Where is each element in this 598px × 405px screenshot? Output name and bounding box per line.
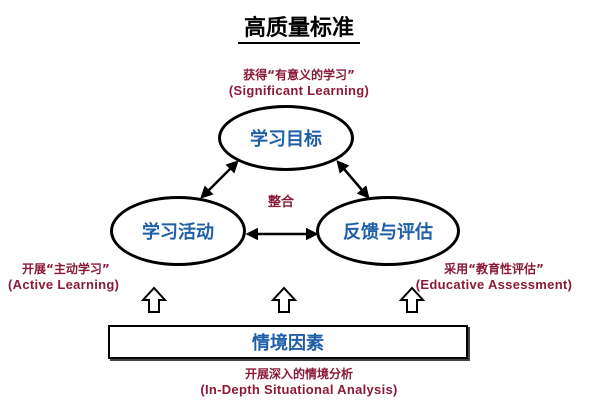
significant-note-en: (Significant Learning) <box>228 83 370 98</box>
arrow-goals-activities <box>200 160 239 199</box>
up-arrow-middle <box>270 286 298 313</box>
active-learning-note: 开展“主动学习” (Active Learning) <box>8 261 148 293</box>
node-learning-activities: 学习活动 <box>110 196 246 266</box>
significant-note-zh: 获得“有意义的学习” <box>243 68 355 82</box>
educative-assessment-note: 采用“教育性评估” (Educative Assessment) <box>396 261 592 293</box>
title-underline <box>238 42 360 44</box>
situational-analysis-note-en: (In-Depth Situational Analysis) <box>200 382 398 397</box>
integration-label: 整合 <box>268 195 295 210</box>
node-learning-activities-label: 学习活动 <box>142 222 214 243</box>
active-learning-note-zh: 开展“主动学习” <box>22 262 110 276</box>
situational-factors-box: 情境因素 <box>108 325 468 359</box>
educative-assessment-note-en: (Educative Assessment) <box>415 277 573 292</box>
node-learning-goals: 学习目标 <box>218 105 354 171</box>
up-arrow-right <box>398 286 426 313</box>
node-learning-goals-label: 学习目标 <box>250 129 322 150</box>
arrow-goals-feedback <box>336 160 370 199</box>
node-feedback-assessment-label: 反馈与评估 <box>343 222 433 243</box>
active-learning-note-en: (Active Learning) <box>8 277 120 292</box>
situational-analysis-note: 开展深入的情境分析 (In-Depth Situational Analysis… <box>149 366 449 398</box>
situational-analysis-note-zh: 开展深入的情境分析 <box>244 367 353 381</box>
significant-note: 获得“有意义的学习” (Significant Learning) <box>199 67 399 99</box>
diagram-title: 高质量标准 <box>243 16 354 41</box>
educative-assessment-note-zh: 采用“教育性评估” <box>444 262 544 276</box>
node-feedback-assessment: 反馈与评估 <box>316 196 460 266</box>
situational-factors-label: 情境因素 <box>252 333 324 354</box>
up-arrow-left <box>140 286 168 313</box>
